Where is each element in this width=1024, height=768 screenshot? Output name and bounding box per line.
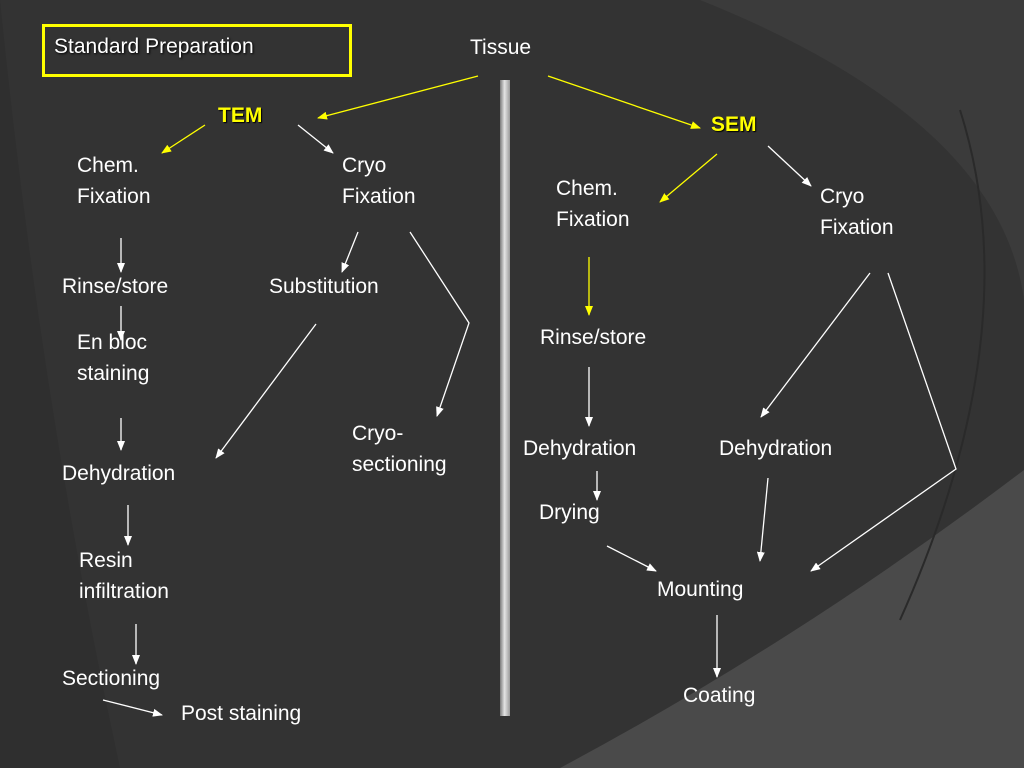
title-box xyxy=(42,24,352,77)
arrow-drying-to-mounting xyxy=(606,545,657,572)
node-tem-substitution: Substitution xyxy=(269,275,379,298)
node-tem-cryo-sectioning: Cryo- sectioning xyxy=(352,418,447,480)
arrow-cryo-to-cryosectioning xyxy=(409,231,470,417)
node-tem-rinse-store: Rinse/store xyxy=(62,275,169,298)
node-sem-drying: Drying xyxy=(539,501,600,524)
node-tem-heading: TEM xyxy=(218,104,263,127)
node-sem-cryo-fixation: Cryo Fixation xyxy=(820,181,894,243)
arrow-sem-to-chem xyxy=(659,153,718,203)
node-label-line: Cryo xyxy=(342,154,387,177)
node-tem-sectioning: Sectioning xyxy=(62,667,161,690)
node-tem-post-staining: Post staining xyxy=(181,702,302,725)
node-sem-rinse-store: Rinse/store xyxy=(540,326,647,349)
arrow-cryo-to-substitution xyxy=(341,231,359,273)
node-tem-chem-fixation: Chem. Fixation xyxy=(77,150,151,212)
vertical-divider xyxy=(500,80,510,716)
node-tem-en-bloc-staining: En bloc staining xyxy=(77,327,149,389)
arrow-sectioning-to-poststaining xyxy=(102,699,163,717)
node-tem-dehydration: Dehydration xyxy=(62,462,176,485)
node-label-line: Cryo- xyxy=(352,422,404,445)
node-tem-resin-infiltration: Resin infiltration xyxy=(79,545,169,607)
node-label-line: Chem. xyxy=(556,177,618,200)
arrow-tem-to-chem xyxy=(161,124,206,154)
node-label-line: Fixation xyxy=(556,208,630,231)
node-label-line: Fixation xyxy=(342,185,416,208)
arrow-substitution-to-dehydration xyxy=(215,323,317,459)
node-tissue: Tissue xyxy=(470,36,532,59)
node-label-line: Chem. xyxy=(77,154,139,177)
node-sem-heading: SEM xyxy=(711,113,757,136)
node-label-line: Resin xyxy=(79,549,133,572)
node-label-line: Fixation xyxy=(820,216,894,239)
node-sem-chem-fixation: Chem. Fixation xyxy=(556,173,630,235)
node-tem-cryo-fixation: Cryo Fixation xyxy=(342,150,416,212)
slide-title: Standard Preparation xyxy=(54,35,254,58)
node-label-line: Cryo xyxy=(820,185,865,208)
node-label-line: Fixation xyxy=(77,185,151,208)
node-sem-coating: Coating xyxy=(683,684,756,707)
node-label-line: En bloc xyxy=(77,331,148,354)
arrow-cryo-to-dehydration-sem xyxy=(760,272,871,418)
node-sem-dehydration-right: Dehydration xyxy=(719,437,833,460)
arrow-dehydration-right-to-mounting xyxy=(756,477,769,562)
arrow-tissue-to-sem xyxy=(547,75,701,129)
node-sem-mounting: Mounting xyxy=(657,578,744,601)
node-label-line: infiltration xyxy=(79,580,169,603)
node-label-line: staining xyxy=(77,362,150,385)
arrow-tem-to-cryo xyxy=(297,124,334,154)
arrow-cryo-to-mounting xyxy=(810,272,957,572)
node-label-line: sectioning xyxy=(352,453,447,476)
arrow-tissue-to-tem xyxy=(317,75,479,120)
node-sem-dehydration-left: Dehydration xyxy=(523,437,637,460)
arrow-sem-to-cryo xyxy=(767,145,812,187)
